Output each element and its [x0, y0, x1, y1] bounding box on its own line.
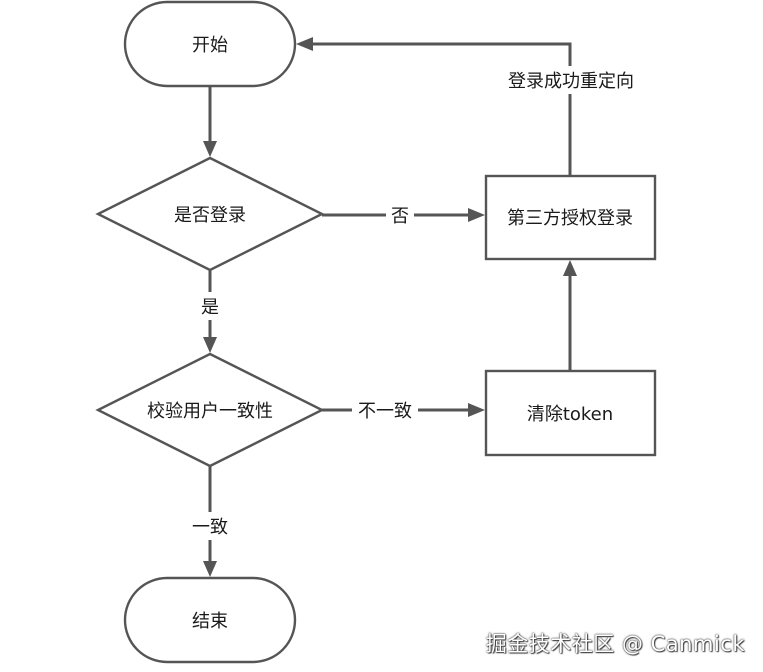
arrowhead-third-party-to-start: [296, 37, 313, 51]
arrowhead-verify-to-end: [203, 561, 217, 577]
edge-label-logged-in: 是: [201, 297, 219, 318]
end-node: 结束: [123, 576, 297, 664]
third-party-login-process: 第三方授权登录: [484, 174, 657, 261]
third-party-login-box: [484, 174, 657, 261]
edge-third-party-to-start: [312, 42, 572, 176]
clear-token-label: 清除token: [527, 404, 613, 425]
third-party-login-label: 第三方授权登录: [507, 208, 633, 229]
watermark: 掘金技术社区 @ Canmick: [485, 632, 745, 656]
label-bg-login-redirect: [500, 66, 642, 94]
edge-label-login-redirect: 登录成功重定向: [508, 71, 634, 92]
is-logged-in-label: 是否登录: [174, 205, 246, 226]
arrowhead-check-login-to-third-party: [468, 208, 485, 222]
verify-user-label: 校验用户一致性: [147, 401, 273, 422]
label-bg-inconsistent: [352, 397, 418, 425]
is-logged-in-diamond: [95, 156, 325, 272]
edge-label-not-logged-in: 否: [391, 206, 409, 227]
arrowhead-clear-token-to-third-party: [563, 260, 577, 276]
start-node: 开始: [123, 0, 297, 88]
verify-user-diamond: [95, 352, 325, 468]
start-terminal-shape: [123, 0, 297, 88]
end-label: 结束: [192, 611, 228, 632]
clear-token-box: [484, 369, 657, 457]
end-terminal-shape: [123, 576, 297, 664]
label-bg-logged-in: [196, 292, 224, 320]
arrowhead-check-login-to-verify: [203, 337, 217, 353]
label-bg-consistent: [188, 512, 232, 540]
edge-label-consistent: 一致: [192, 517, 228, 538]
arrowhead-verify-to-clear-token: [468, 403, 485, 417]
label-bg-not-logged-in: [386, 202, 414, 230]
edge-label-inconsistent: 不一致: [358, 401, 412, 422]
clear-token-process: 清除token: [484, 369, 657, 457]
verify-user-decision: 校验用户一致性: [95, 352, 325, 468]
start-label: 开始: [192, 35, 228, 56]
arrowhead-start-to-check-login: [203, 141, 217, 157]
is-logged-in-decision: 是否登录: [95, 156, 325, 272]
